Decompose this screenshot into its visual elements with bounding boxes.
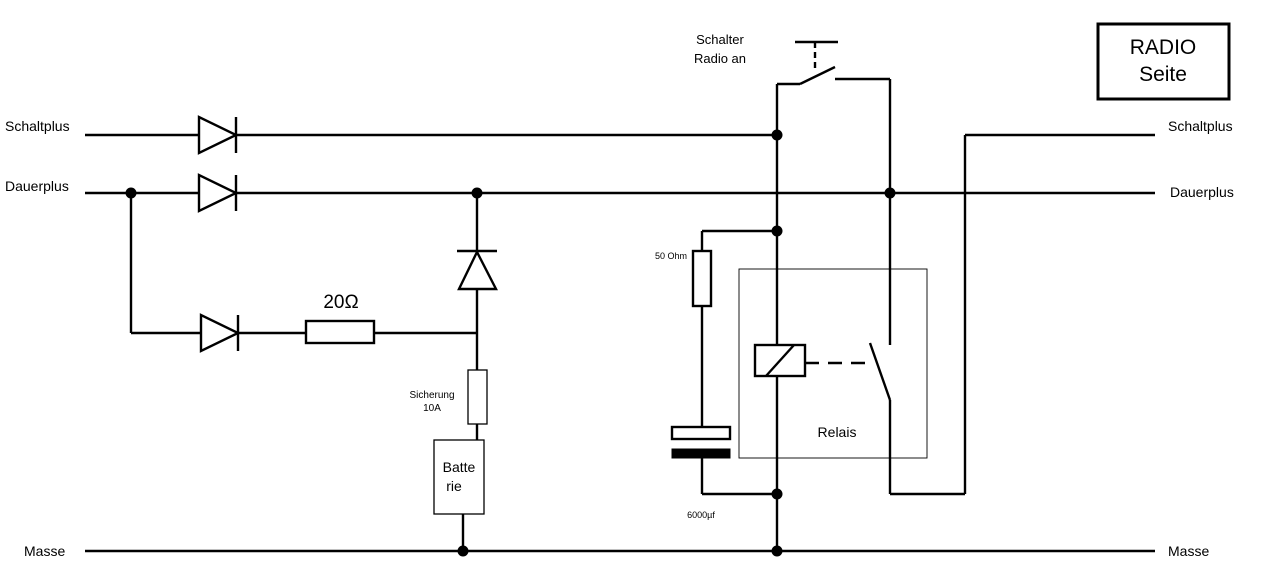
- battery-label-line2: rie: [446, 478, 462, 494]
- relay-coil-icon: [753, 343, 870, 378]
- label-dauerplus-right: Dauerplus: [1170, 184, 1234, 200]
- battery-branch-wire: [461, 193, 479, 551]
- branch-dauerplus-lower-wire: [129, 193, 477, 335]
- label-masse-right: Masse: [1168, 543, 1209, 559]
- fuse-icon: [467, 369, 488, 425]
- title-box: [1096, 22, 1231, 101]
- diode-icon: [199, 313, 241, 353]
- junction-dot-icon: [471, 187, 483, 199]
- label-dauerplus-left: Dauerplus: [5, 178, 69, 194]
- junction-dot-icon: [125, 187, 137, 199]
- relay-contact-wire: [868, 79, 967, 496]
- switch-label-line2: Radio an: [694, 51, 746, 66]
- diode-icon: [197, 115, 239, 155]
- title-line1: RADIO: [1130, 36, 1197, 59]
- rc-branch-wire: [700, 229, 777, 496]
- resistor-20-label: 20Ω: [323, 292, 358, 313]
- fuse-label-line2: 10A: [423, 403, 441, 414]
- resistor-icon: [691, 249, 713, 308]
- junction-dot-icon: [771, 545, 783, 557]
- label-schaltplus-right: Schaltplus: [1168, 118, 1233, 134]
- fuse-label-line1: Sicherung: [409, 390, 454, 401]
- capacitor-label: 6000µf: [687, 510, 715, 520]
- battery-icon: [433, 439, 485, 515]
- junction-dot-icon: [457, 545, 469, 557]
- capacitor-icon: [670, 425, 732, 459]
- diode-icon: [197, 173, 239, 213]
- switch-icon: [795, 40, 890, 86]
- junction-dot-icon: [771, 225, 783, 237]
- junction-dot-icon: [884, 187, 896, 199]
- main-vertical-wire: [775, 82, 800, 551]
- relay-box: [738, 268, 928, 459]
- switch-label-line1: Schalter: [696, 32, 744, 47]
- junction-dot-icon: [771, 129, 783, 141]
- battery-label-line1: Batte: [443, 459, 476, 475]
- diode-icon: [457, 249, 498, 291]
- junction-dot-icon: [771, 488, 783, 500]
- title-line2: Seite: [1139, 63, 1187, 86]
- resistor-icon: [304, 319, 376, 345]
- junction-dots: [125, 129, 896, 557]
- relay-label: Relais: [818, 424, 857, 440]
- label-masse-left: Masse: [24, 543, 65, 559]
- resistor-50-label: 50 Ohm: [655, 251, 687, 261]
- label-schaltplus-left: Schaltplus: [5, 118, 70, 134]
